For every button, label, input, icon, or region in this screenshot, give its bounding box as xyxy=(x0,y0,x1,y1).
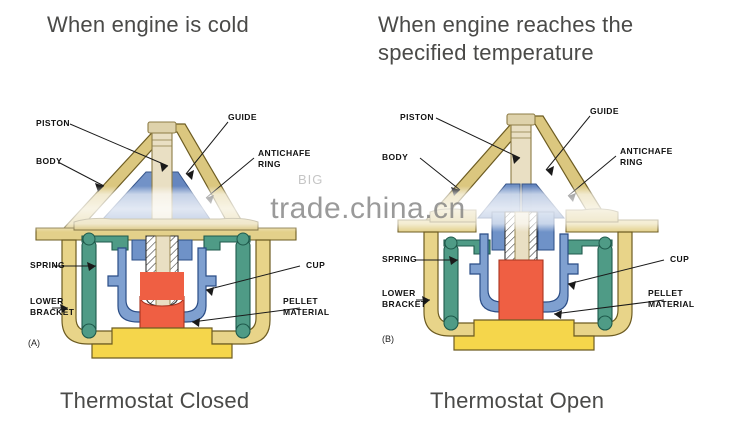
caption-right: Thermostat Open xyxy=(430,388,605,413)
label-piston: PISTON xyxy=(36,118,70,128)
cup-neck-right xyxy=(537,211,555,251)
cup xyxy=(107,247,217,323)
heading-right: When engine reaches the specified temper… xyxy=(378,12,634,66)
figure-b-drawing xyxy=(397,113,665,351)
label-antichafe-ring: ANTICHAFE RING xyxy=(620,146,673,167)
antichafe-ring-left xyxy=(429,208,477,223)
caption-left: Thermostat Closed xyxy=(60,388,250,413)
antichafe-ring xyxy=(73,217,259,231)
spring-right-coil-end xyxy=(597,315,613,331)
label-spring: SPRING xyxy=(30,260,65,270)
label-antichafe-ring: ANTICHAFE RING xyxy=(258,148,311,169)
label-cup: CUP xyxy=(306,260,326,270)
figure-b-open: PISTON BODY GUIDE ANTICHAFE RING SPRING … xyxy=(368,100,736,370)
heading-left: When engine is cold xyxy=(47,12,249,37)
spring-left-coil-end xyxy=(443,315,459,331)
antichafe-ring-right xyxy=(565,208,619,223)
label-guide: GUIDE xyxy=(228,112,257,122)
label-lower-bracket: LOWER BRACKET xyxy=(382,288,427,309)
label-pellet-material: PELLET MATERIAL xyxy=(283,296,330,317)
figure-a-closed: PISTON BODY GUIDE ANTICHAFE RING SPRING … xyxy=(0,100,368,370)
label-piston: PISTON xyxy=(400,112,434,122)
figure-label-a: (A) xyxy=(28,338,40,348)
piston-collar xyxy=(147,121,177,134)
label-body: BODY xyxy=(36,156,63,166)
spring-left xyxy=(81,241,97,333)
figure-label-b: (B) xyxy=(382,334,394,344)
piston-collar xyxy=(506,113,536,126)
label-pellet-material: PELLET MATERIAL xyxy=(648,288,695,309)
label-cup: CUP xyxy=(670,254,690,264)
label-lower-bracket: LOWER BRACKET xyxy=(30,296,75,317)
leader-lines xyxy=(416,115,665,315)
label-spring: SPRING xyxy=(382,254,417,264)
label-body: BODY xyxy=(382,152,409,162)
spring-right xyxy=(597,245,613,325)
leader-lines xyxy=(52,121,301,323)
spring-right-coil-end xyxy=(235,323,251,339)
base-plate xyxy=(91,327,233,359)
spring-left-coil-end xyxy=(81,323,97,339)
pellet-material-upper xyxy=(140,272,184,300)
figure-a-drawing xyxy=(35,121,301,359)
spring-right xyxy=(235,241,251,333)
base-plate xyxy=(453,319,595,351)
label-guide: GUIDE xyxy=(590,106,619,116)
